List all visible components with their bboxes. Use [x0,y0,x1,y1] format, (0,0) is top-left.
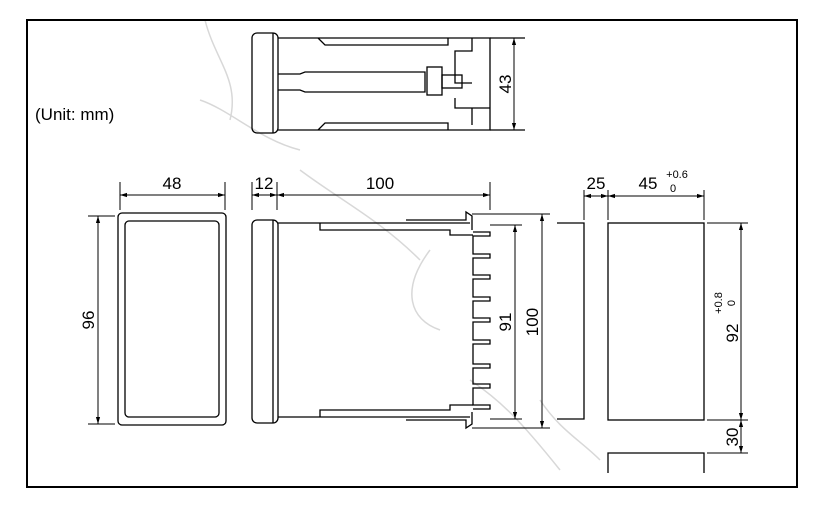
dim-bezel-depth: 12 [255,174,274,193]
dim-cutout-width-tol-lower: 0 [670,183,676,195]
watermark [199,19,601,471]
dim-top-height: 43 [496,75,515,94]
dim-cutout-width-tol-upper: +0.6 [666,169,688,181]
drawing-frame [26,19,798,488]
dim-cutout-height-tol-lower: 0 [726,300,738,306]
dim-cutout-vertical-spacing: 30 [723,428,742,447]
dim-cutout-height-tol-upper: +0.8 [713,292,725,314]
dim-side-height: 100 [523,308,542,336]
dim-cutout-width: 45 [639,174,658,193]
dim-cutout-spacing: 25 [587,174,606,193]
dim-terminal-height: 91 [496,313,515,332]
dim-front-width: 48 [163,174,182,193]
panel-cutout: 25 45 +0.6 0 92 +0.8 0 30 [557,169,748,473]
side-view: 12 100 91 100 [251,174,550,430]
unit-label: (Unit: mm) [35,105,114,124]
dim-body-depth: 100 [366,174,394,193]
dim-front-height: 96 [79,311,98,330]
front-view: 48 96 [79,174,227,426]
top-view: 43 [251,32,525,134]
dim-cutout-height: 92 [723,324,742,343]
